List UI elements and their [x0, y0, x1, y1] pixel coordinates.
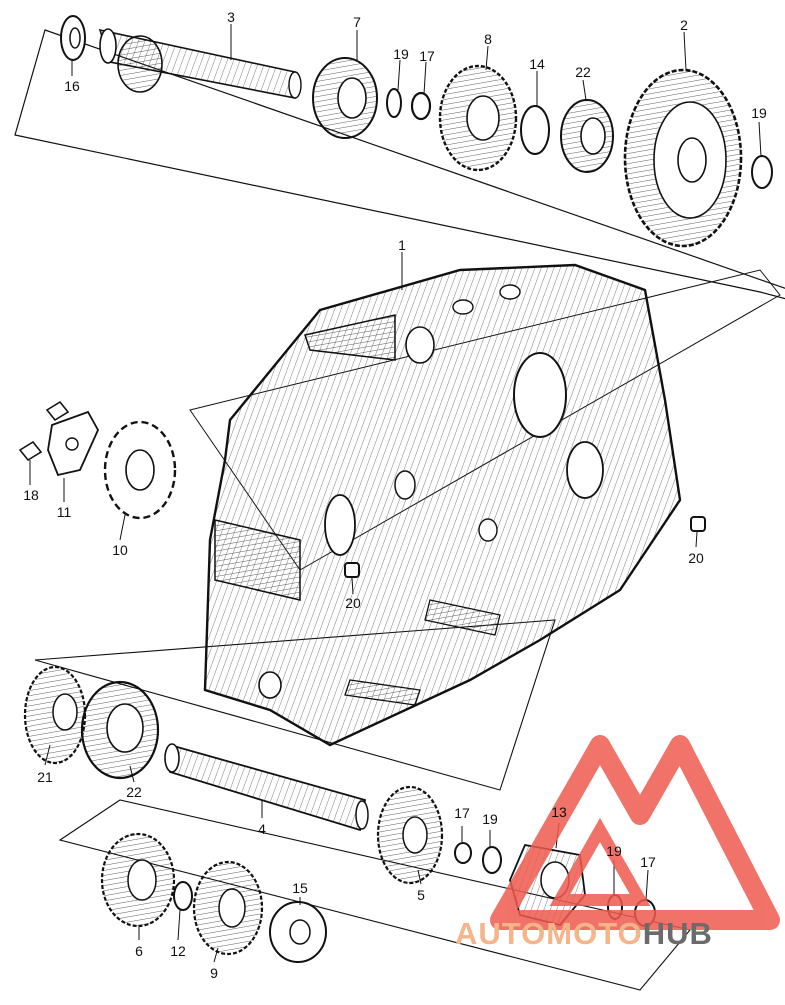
callout-17-mid: 17: [454, 805, 470, 821]
part-1-crankcase: [203, 263, 682, 747]
callout-7: 7: [353, 14, 361, 30]
callout-20-right: 20: [688, 550, 704, 566]
callout-2: 2: [680, 17, 688, 33]
watermark-brand: AUTOMOTOHUB: [455, 916, 713, 952]
callout-1: 1: [398, 237, 406, 253]
callout-19-right: 19: [751, 105, 767, 121]
watermark-text-hub: HUB: [642, 916, 713, 951]
part-10-drive-sprocket: [103, 420, 177, 520]
callout-8: 8: [484, 31, 492, 47]
callout-19-mid: 19: [482, 811, 498, 827]
callout-18: 18: [23, 487, 39, 503]
part-12-washer: [173, 881, 193, 911]
callout-10: 10: [112, 542, 128, 558]
callout-13: 13: [551, 804, 567, 820]
part-20-dowel-right: [690, 516, 706, 532]
part-9-gear: [192, 860, 264, 956]
callout-14: 14: [529, 56, 545, 72]
part-17-washer-lower: [454, 842, 472, 864]
upper-assembly-panel: [14, 29, 785, 300]
callout-17-lower: 17: [640, 854, 656, 870]
part-22-bearing-upper: [560, 99, 614, 173]
part-3-countershaft: [98, 28, 302, 99]
part-6-gear: [100, 832, 176, 928]
leader-lines: [29, 24, 762, 963]
callout-17-top: 17: [419, 48, 435, 64]
watermark-text-automoto: AUTOMOTO: [455, 916, 643, 951]
watermark-triangle-logo: [490, 735, 780, 930]
part-19-circlip-right: [751, 155, 773, 189]
part-16-washer: [60, 15, 86, 61]
part-22-bearing-lower: [80, 680, 160, 780]
callout-3: 3: [227, 9, 235, 25]
callout-22-bottom: 22: [126, 784, 142, 800]
part-4-mainshaft: [164, 743, 369, 832]
callout-20-left: 20: [345, 595, 361, 611]
part-21-gear: [23, 665, 87, 765]
callout-12: 12: [170, 943, 186, 959]
callout-4: 4: [258, 821, 266, 837]
part-8-gear: [438, 64, 518, 172]
callout-9: 9: [210, 965, 218, 981]
part-14-washer: [520, 105, 550, 155]
part-11-fixing-plate: [47, 410, 100, 477]
callout-21: 21: [37, 769, 53, 785]
part-17-washer: [410, 91, 432, 121]
part-7-gear: [312, 57, 378, 139]
part-20-dowel-left: [344, 562, 360, 578]
part-19-circlip-lower: [482, 846, 502, 874]
callout-22-top: 22: [575, 64, 591, 80]
part-5-gear: [376, 785, 444, 885]
part-15-washer: [269, 901, 327, 963]
callout-15: 15: [292, 880, 308, 896]
part-19-circlip: [386, 88, 402, 118]
callout-19-top: 19: [393, 46, 409, 62]
callout-19-lower: 19: [606, 843, 622, 859]
callout-5: 5: [417, 887, 425, 903]
part-18-bolts: [18, 400, 70, 462]
callout-11: 11: [56, 504, 72, 520]
callout-6: 6: [135, 943, 143, 959]
callout-16: 16: [64, 78, 80, 94]
part-2-large-gear: [623, 68, 743, 248]
